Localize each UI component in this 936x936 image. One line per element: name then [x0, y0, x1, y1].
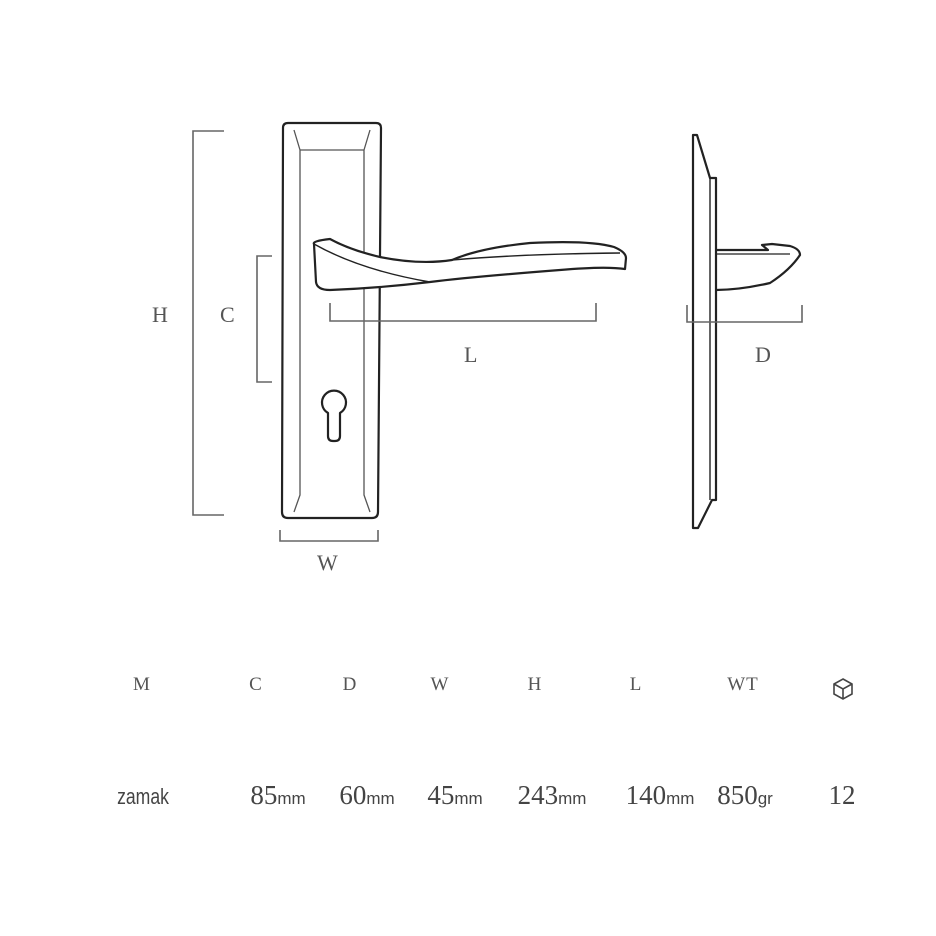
- value-package-qty: 12: [828, 780, 856, 810]
- value-wt-number: 850: [717, 780, 758, 810]
- value-h-number: 243: [517, 780, 559, 810]
- value-c-unit: mm: [277, 789, 306, 808]
- label-d: D: [755, 342, 771, 367]
- value-l-number: 140: [625, 780, 667, 810]
- label-c: C: [220, 302, 235, 327]
- dimension-h-bracket: [192, 130, 224, 516]
- dimension-w-bracket: [279, 530, 379, 542]
- value-d-number: 60: [339, 780, 367, 810]
- box-icon: [833, 678, 853, 700]
- value-h-unit: mm: [558, 789, 587, 808]
- value-h: 243mm: [518, 780, 587, 811]
- value-d: 60mm: [339, 780, 394, 811]
- header-d: D: [342, 674, 358, 695]
- value-c-number: 85: [250, 780, 278, 810]
- label-w: W: [317, 550, 338, 575]
- value-w-number: 45: [427, 780, 455, 810]
- dimension-c-bracket: [256, 255, 272, 383]
- dimension-d-bracket: [686, 305, 803, 323]
- header-h: H: [527, 674, 543, 695]
- side-view: [691, 133, 802, 530]
- header-w: W: [430, 674, 450, 695]
- label-l: L: [464, 342, 477, 367]
- header-c: C: [249, 674, 263, 695]
- label-h: H: [152, 302, 168, 327]
- dimension-l-bracket: [329, 303, 597, 322]
- value-c: 85mm: [250, 780, 305, 811]
- value-wt: 850gr: [717, 780, 773, 811]
- lever-handle: [312, 237, 628, 292]
- value-w-unit: mm: [454, 789, 483, 808]
- value-d-unit: mm: [366, 789, 395, 808]
- value-w: 45mm: [427, 780, 482, 811]
- front-plate: [280, 121, 383, 520]
- value-l: 140mm: [626, 780, 695, 811]
- header-l: L: [629, 674, 643, 695]
- header-wt: WT: [727, 674, 759, 695]
- header-material: M: [133, 674, 151, 695]
- value-material: zamak: [117, 784, 169, 809]
- keyhole: [320, 389, 348, 443]
- value-wt-unit: gr: [757, 789, 773, 808]
- value-l-unit: mm: [666, 789, 695, 808]
